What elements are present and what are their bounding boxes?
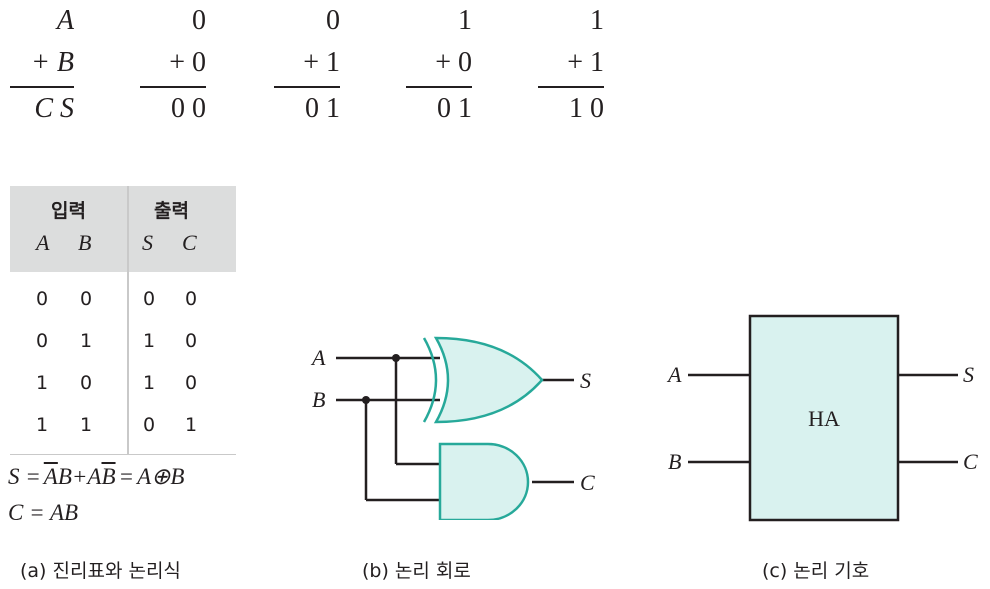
b-bar: B bbox=[101, 464, 116, 489]
cell: 1 bbox=[80, 330, 93, 352]
cell: 0 bbox=[143, 414, 156, 436]
cell: 0 bbox=[36, 288, 49, 310]
var-a: A bbox=[36, 230, 50, 255]
addend-bottom: + 1 bbox=[567, 47, 604, 78]
caption-a: (a) 진리표와 논리식 bbox=[20, 560, 181, 582]
carry-equation: C = AB bbox=[8, 500, 79, 525]
s-term1: B+ bbox=[57, 464, 88, 489]
junction-dot-a bbox=[392, 354, 400, 362]
addend-bottom: + 0 bbox=[169, 47, 206, 78]
symbol-output-s: S bbox=[963, 362, 974, 387]
half-adder-block bbox=[748, 314, 900, 522]
sum-result: 0 0 bbox=[171, 93, 206, 124]
var-b: B bbox=[78, 230, 92, 255]
symbol-input-b: B bbox=[668, 449, 681, 474]
cell: 0 bbox=[143, 288, 156, 310]
caption-c: (c) 논리 기호 bbox=[762, 560, 870, 582]
sum-line bbox=[10, 86, 74, 88]
logic-circuit: A B S C bbox=[310, 336, 595, 520]
circuit-output-c: C bbox=[580, 470, 595, 495]
s-xor: A⊕B bbox=[137, 464, 185, 489]
var-s: S bbox=[142, 230, 153, 255]
symbol-output-c: C bbox=[963, 449, 978, 474]
cell: 1 bbox=[143, 330, 156, 352]
circuit-output-s: S bbox=[580, 368, 591, 393]
xor-gate-input-arc bbox=[422, 337, 438, 423]
cell: 0 bbox=[80, 372, 93, 394]
cell: 1 bbox=[36, 414, 49, 436]
junction-dot-b bbox=[362, 396, 370, 404]
input-header: 입력 bbox=[51, 200, 86, 222]
symbol-block-label: HA bbox=[808, 406, 840, 431]
caption-b: (b) 논리 회로 bbox=[362, 560, 471, 582]
cell: 1 bbox=[80, 414, 93, 436]
output-header: 출력 bbox=[154, 200, 189, 222]
addend-top: 1 bbox=[590, 5, 604, 36]
var-c: C bbox=[182, 230, 197, 255]
addend-top: 0 bbox=[326, 5, 340, 36]
s-eq2: = bbox=[118, 464, 135, 489]
addend-bottom: + 1 bbox=[303, 47, 340, 78]
s-lhs: S = bbox=[8, 464, 41, 489]
s-term2-a: A bbox=[87, 464, 102, 489]
and-gate bbox=[438, 442, 530, 520]
cell: 1 bbox=[36, 372, 49, 394]
cell: 0 bbox=[80, 288, 93, 310]
sum-equation: S =AB+AB=A⊕B bbox=[8, 464, 184, 490]
addend-top: 0 bbox=[192, 5, 206, 36]
sum-line bbox=[406, 86, 472, 88]
sum-result: 0 1 bbox=[437, 93, 472, 124]
addend-bottom: + B bbox=[31, 47, 74, 78]
sum-line bbox=[274, 86, 340, 88]
xor-gate bbox=[433, 336, 544, 424]
cell: 0 bbox=[185, 288, 198, 310]
cell: 1 bbox=[143, 372, 156, 394]
addend-top: 1 bbox=[458, 5, 472, 36]
sum-result: C S bbox=[34, 93, 74, 124]
a-bar: A bbox=[43, 464, 58, 489]
circuit-input-a: A bbox=[310, 345, 326, 370]
sum-line bbox=[538, 86, 604, 88]
addend-bottom: + 0 bbox=[435, 47, 472, 78]
half-adder-symbol: HA A B S C bbox=[666, 314, 978, 522]
truth-table-header-bg bbox=[10, 186, 236, 272]
cell: 0 bbox=[36, 330, 49, 352]
cell: 1 bbox=[185, 414, 198, 436]
addend-top: A bbox=[56, 5, 74, 36]
sum-result: 1 0 bbox=[569, 93, 604, 124]
cell: 0 bbox=[185, 330, 198, 352]
circuit-input-b: B bbox=[312, 387, 325, 412]
sum-line bbox=[140, 86, 206, 88]
symbol-input-a: A bbox=[666, 362, 682, 387]
cell: 0 bbox=[185, 372, 198, 394]
truth-table-bottom-rule bbox=[10, 454, 236, 455]
truth-table-divider bbox=[127, 186, 129, 454]
sum-result: 0 1 bbox=[305, 93, 340, 124]
